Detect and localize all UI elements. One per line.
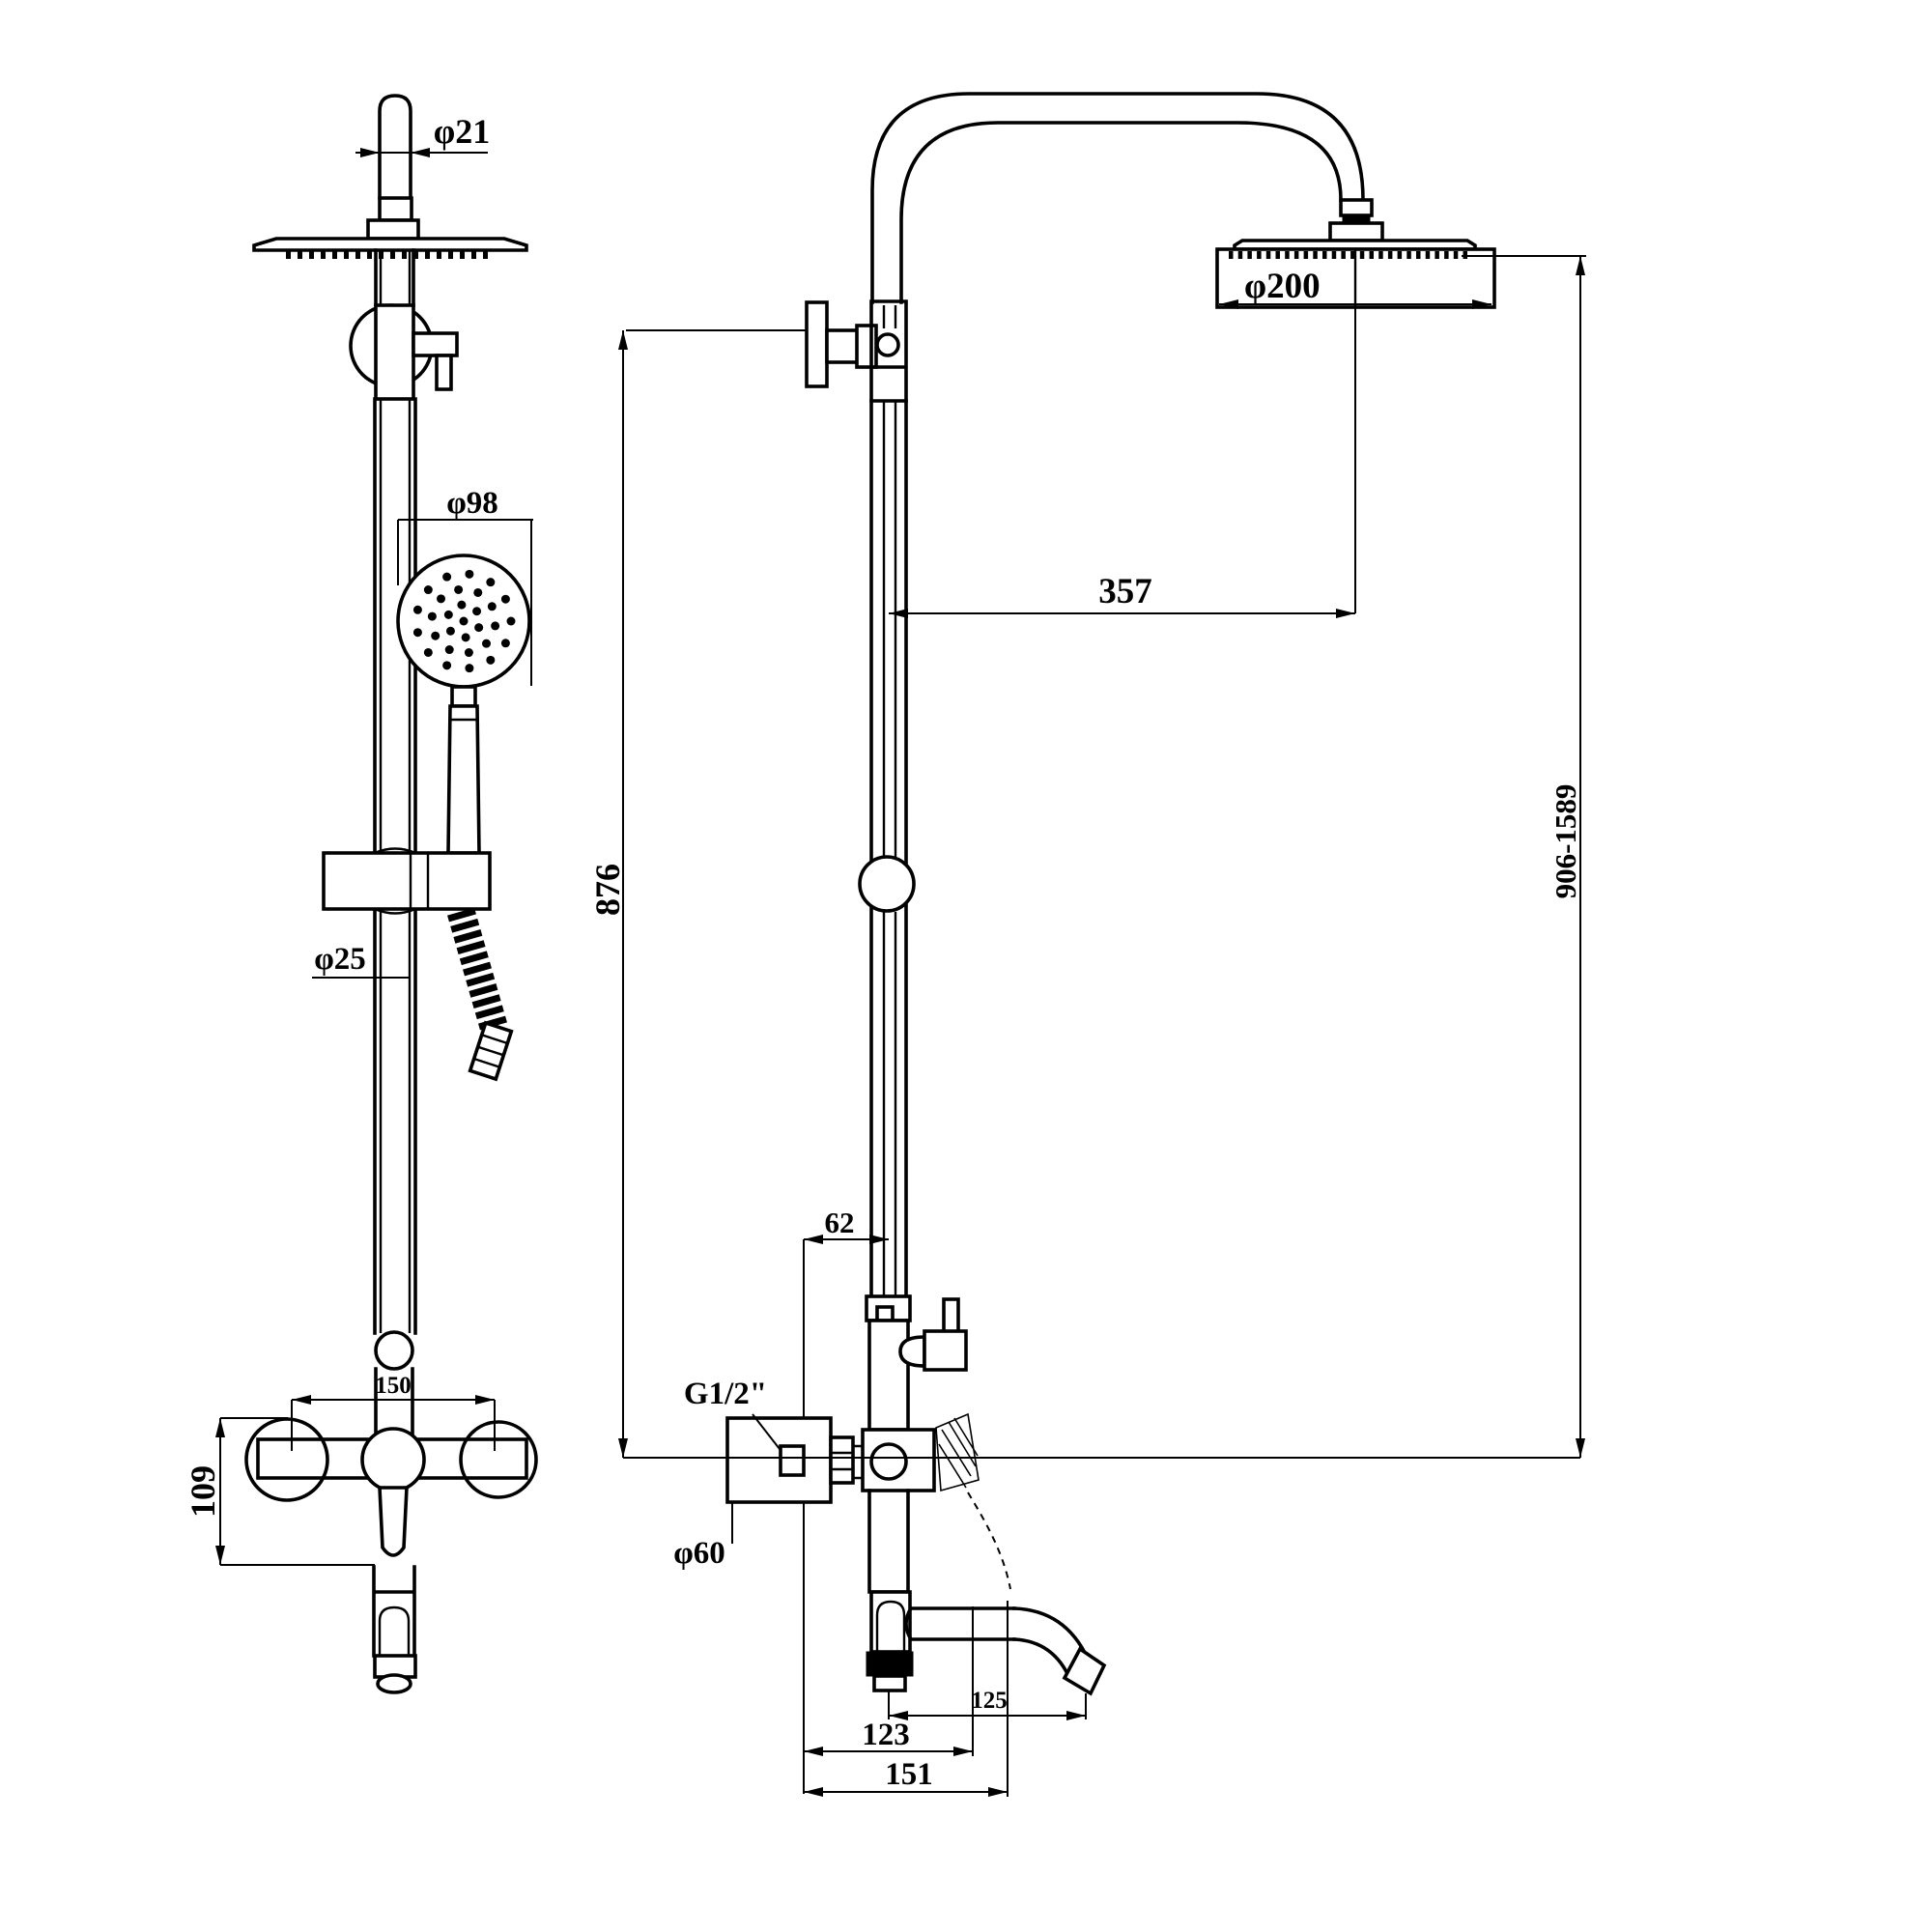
- side-shower-nozzles: [286, 250, 488, 259]
- dim-arm-reach: 357: [889, 307, 1356, 618]
- front-view: φ200 357: [588, 92, 1586, 1797]
- dim-valve-height: 109: [184, 1417, 375, 1566]
- mixer-lever-handle: [378, 1486, 409, 1557]
- dim-overall-height: 906-1589: [1462, 255, 1586, 1458]
- dim-label-109: 109: [184, 1465, 222, 1518]
- dim-label-g12: G1/2": [684, 1377, 767, 1411]
- dim-label-phi98: φ98: [446, 486, 498, 521]
- label-escutcheon: φ60: [673, 1503, 733, 1571]
- dim-label-123: 123: [862, 1718, 910, 1752]
- diverter-knob: [942, 1297, 960, 1335]
- front-gooseneck-arm: [870, 92, 1384, 304]
- side-overhead-shower: [252, 237, 528, 259]
- dim-label-876: 876: [588, 864, 627, 916]
- dim-spout-tip: 125: [888, 1688, 1087, 1720]
- side-hand-shower: φ98: [396, 486, 533, 855]
- front-wall-bracket: [805, 299, 908, 403]
- dim-label-62: 62: [825, 1206, 855, 1239]
- dim-label-phi21: φ21: [434, 112, 490, 151]
- dim-label-125: 125: [971, 1688, 1008, 1714]
- dim-pipe-diameter: φ21: [355, 112, 490, 162]
- dim-inlet-centers: 150: [291, 1373, 496, 1451]
- dim-label-phi200: φ200: [1244, 267, 1321, 306]
- side-slider-bracket: [322, 847, 514, 1082]
- side-view: φ21 φ98: [184, 94, 538, 1694]
- side-mixer-valve: [244, 1417, 538, 1557]
- front-shower-head: φ200: [1215, 239, 1496, 309]
- dim-overall-reach: 151: [804, 1601, 1009, 1797]
- dim-label-phi25: φ25: [314, 942, 366, 977]
- side-tub-spout: [372, 1565, 417, 1694]
- front-riser-pipe: [858, 399, 916, 1298]
- hose-connector: [468, 1020, 514, 1082]
- label-inlet-thread: G1/2": [684, 1377, 781, 1450]
- side-ceiling-pipe: [366, 94, 420, 241]
- dim-label-phi60: φ60: [673, 1536, 725, 1571]
- side-riser-pipe: [349, 248, 459, 1441]
- diverter-body: [923, 1329, 968, 1372]
- riser-joint-ball: [858, 855, 916, 913]
- dim-riser-height: 876: [588, 329, 807, 1458]
- front-tub-spout: [904, 1605, 1107, 1696]
- dim-label-150: 150: [375, 1373, 412, 1399]
- hand-shower-spray-face: [412, 569, 516, 673]
- dim-label-357: 357: [1098, 572, 1152, 611]
- dim-wall-offset: 62: [803, 1206, 889, 1794]
- dim-spout-reach: 123: [804, 1606, 974, 1756]
- front-mixer-assembly: [725, 1294, 1011, 1692]
- dim-label-906-1589: 906-1589: [1548, 784, 1582, 899]
- dim-label-151: 151: [885, 1757, 933, 1792]
- dim-slide-bar: φ25: [312, 942, 410, 979]
- mixer-handle-phantom: [935, 1412, 1011, 1590]
- shower-hose-coil: [447, 907, 507, 1031]
- spout-outlet: [1062, 1646, 1107, 1696]
